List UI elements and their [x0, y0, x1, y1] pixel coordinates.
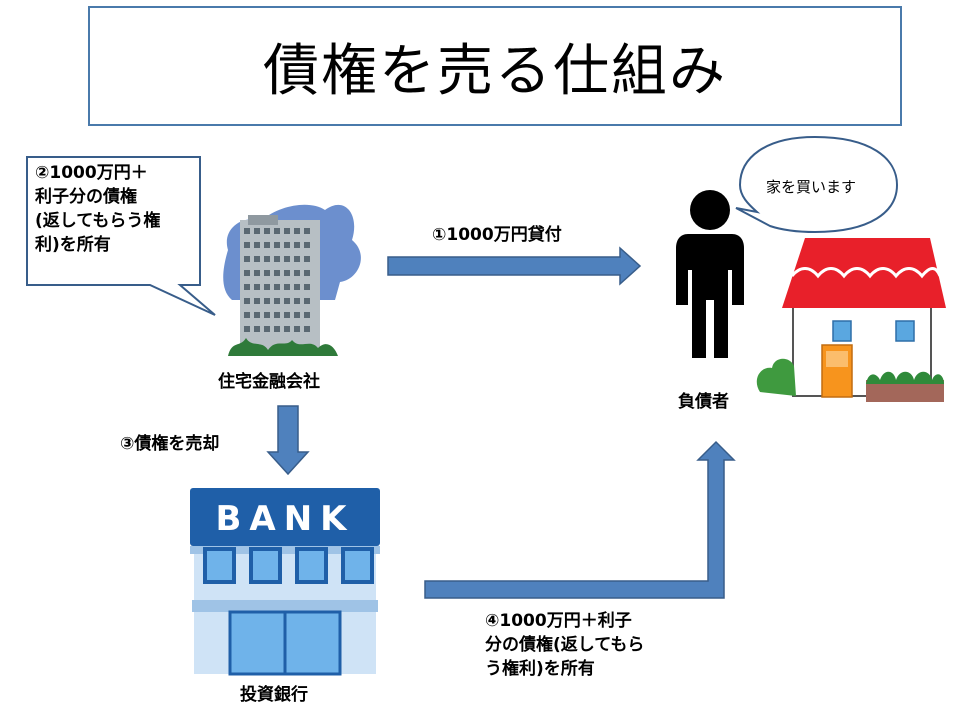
bank-label: 投資銀行: [240, 685, 308, 705]
step1-label: ①1000万円貸付: [432, 225, 562, 245]
bank-sign-text: BANK: [215, 499, 354, 539]
house-icon: [756, 238, 946, 402]
debtor-label: 負債者: [678, 392, 729, 412]
title-box: 債権を売る仕組み: [88, 6, 902, 126]
speech-text: 家を買います: [766, 178, 857, 196]
step4-label: ④1000万円＋利子 分の債権(返してもら う権利)を所有: [485, 611, 645, 679]
step3-label: ③債権を売却: [120, 434, 220, 454]
debtor-person-icon: [676, 190, 744, 358]
lender-callout-text: ②1000万円＋ 利子分の債権 (返してもらう権 利)を所有: [35, 163, 161, 255]
lender-callout-bubble: [26, 156, 216, 316]
lender-building-icon: [223, 204, 361, 356]
page-title: 債権を売る仕組み: [263, 38, 727, 104]
arrow-loan: [387, 246, 642, 286]
lender-label: 住宅金融会社: [218, 372, 320, 392]
arrow-claim: [424, 440, 736, 599]
bank-building-icon: [190, 488, 380, 676]
arrow-sell: [266, 405, 310, 476]
speech-bubble: [735, 135, 899, 234]
